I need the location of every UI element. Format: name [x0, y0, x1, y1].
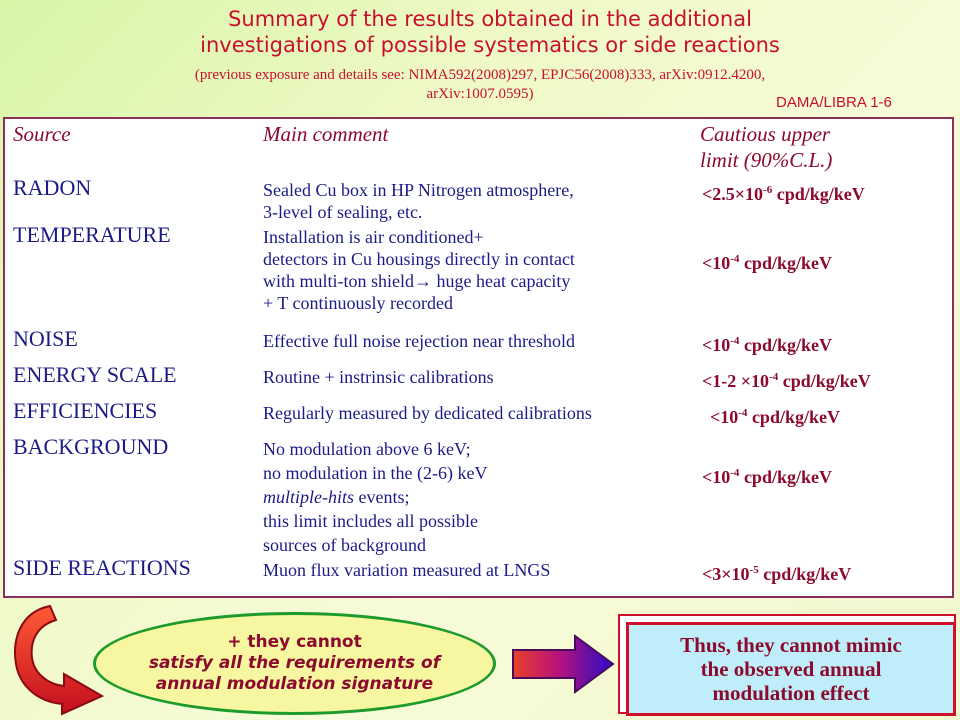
- slide-subtitle-line2: arXiv:1007.0595): [426, 86, 534, 102]
- slide-title: Summary of the results obtained in the a…: [100, 6, 880, 58]
- conclusion-line1: Thus, they cannot mimic: [680, 633, 902, 657]
- right-arrow-icon: [512, 634, 615, 694]
- row-source-radon: RADON: [13, 175, 92, 200]
- row-source-energy-scale: ENERGY SCALE: [13, 362, 177, 387]
- row-comment: Muon flux variation measured at LNGS: [263, 560, 551, 580]
- slide-title-line2: investigations of possible systematics o…: [200, 33, 780, 57]
- callout-line1: + they cannot: [227, 632, 362, 652]
- curved-arrow-icon: [14, 604, 105, 716]
- row-limit: <10-4 cpd/kg/keV: [702, 335, 832, 355]
- row-comment: No modulation above 6 keV;: [263, 439, 471, 459]
- row-source-noise: NOISE: [13, 326, 78, 351]
- row-comment: Installation is air conditioned+: [263, 227, 484, 247]
- row-comment: + T continuously recorded: [263, 293, 453, 313]
- slide-subtitle: (previous exposure and details see: NIMA…: [100, 66, 860, 104]
- callout-line2: satisfy all the requirements of: [148, 653, 441, 673]
- row-limit: <2.5×10-6 cpd/kg/keV: [702, 184, 865, 204]
- row-limit: <1-2 ×10-4 cpd/kg/keV: [702, 371, 871, 391]
- systematics-table: Source Main comment Cautious upper limit…: [3, 117, 954, 598]
- row-limit: <3×10-5 cpd/kg/keV: [702, 564, 852, 584]
- row-comment: with multi-ton shield→ huge heat capacit…: [263, 271, 571, 291]
- header-comment: Main comment: [263, 122, 389, 146]
- row-source-temperature: TEMPERATURE: [13, 222, 171, 247]
- row-comment: detectors in Cu housings directly in con…: [263, 249, 575, 269]
- row-comment: no modulation in the (2-6) keV: [263, 463, 488, 483]
- requirements-callout: + they cannot satisfy all the requiremen…: [93, 612, 496, 715]
- row-comment: Sealed Cu box in HP Nitrogen atmosphere,: [263, 180, 574, 200]
- callout-line3: annual modulation signature: [155, 674, 434, 694]
- slide-title-line1: Summary of the results obtained in the a…: [228, 7, 752, 31]
- conclusion-box: Thus, they cannot mimic the observed ann…: [626, 622, 956, 716]
- row-limit: <10-4 cpd/kg/keV: [702, 253, 832, 273]
- row-source-background: BACKGROUND: [13, 434, 169, 459]
- row-limit: <10-4 cpd/kg/keV: [702, 467, 832, 487]
- row-comment: 3-level of sealing, etc.: [263, 202, 423, 222]
- conclusion-line3: modulation effect: [712, 681, 870, 705]
- header-source: Source: [13, 122, 71, 146]
- header-limit-line1: Cautious upper: [700, 122, 831, 146]
- row-source-side-reactions: SIDE REACTIONS: [13, 555, 191, 580]
- row-source-efficiencies: EFFICIENCIES: [13, 398, 158, 423]
- row-comment: sources of background: [263, 535, 426, 555]
- row-comment: multiple-hits events;: [263, 487, 410, 507]
- row-comment: this limit includes all possible: [263, 511, 478, 531]
- right-arrow-glyph: →: [414, 271, 432, 291]
- conclusion-line2: the observed annual: [700, 657, 882, 681]
- row-comment: Effective full noise rejection near thre…: [263, 331, 576, 351]
- header-limit-line2: limit (90%C.L.): [700, 148, 833, 172]
- slide-subtitle-line1: (previous exposure and details see: NIMA…: [194, 67, 766, 83]
- experiment-tag: DAMA/LIBRA 1-6: [776, 94, 892, 111]
- row-comment: Routine + instrinsic calibrations: [263, 367, 494, 387]
- row-comment: Regularly measured by dedicated calibrat…: [263, 403, 592, 423]
- row-limit: <10-4 cpd/kg/keV: [710, 407, 840, 427]
